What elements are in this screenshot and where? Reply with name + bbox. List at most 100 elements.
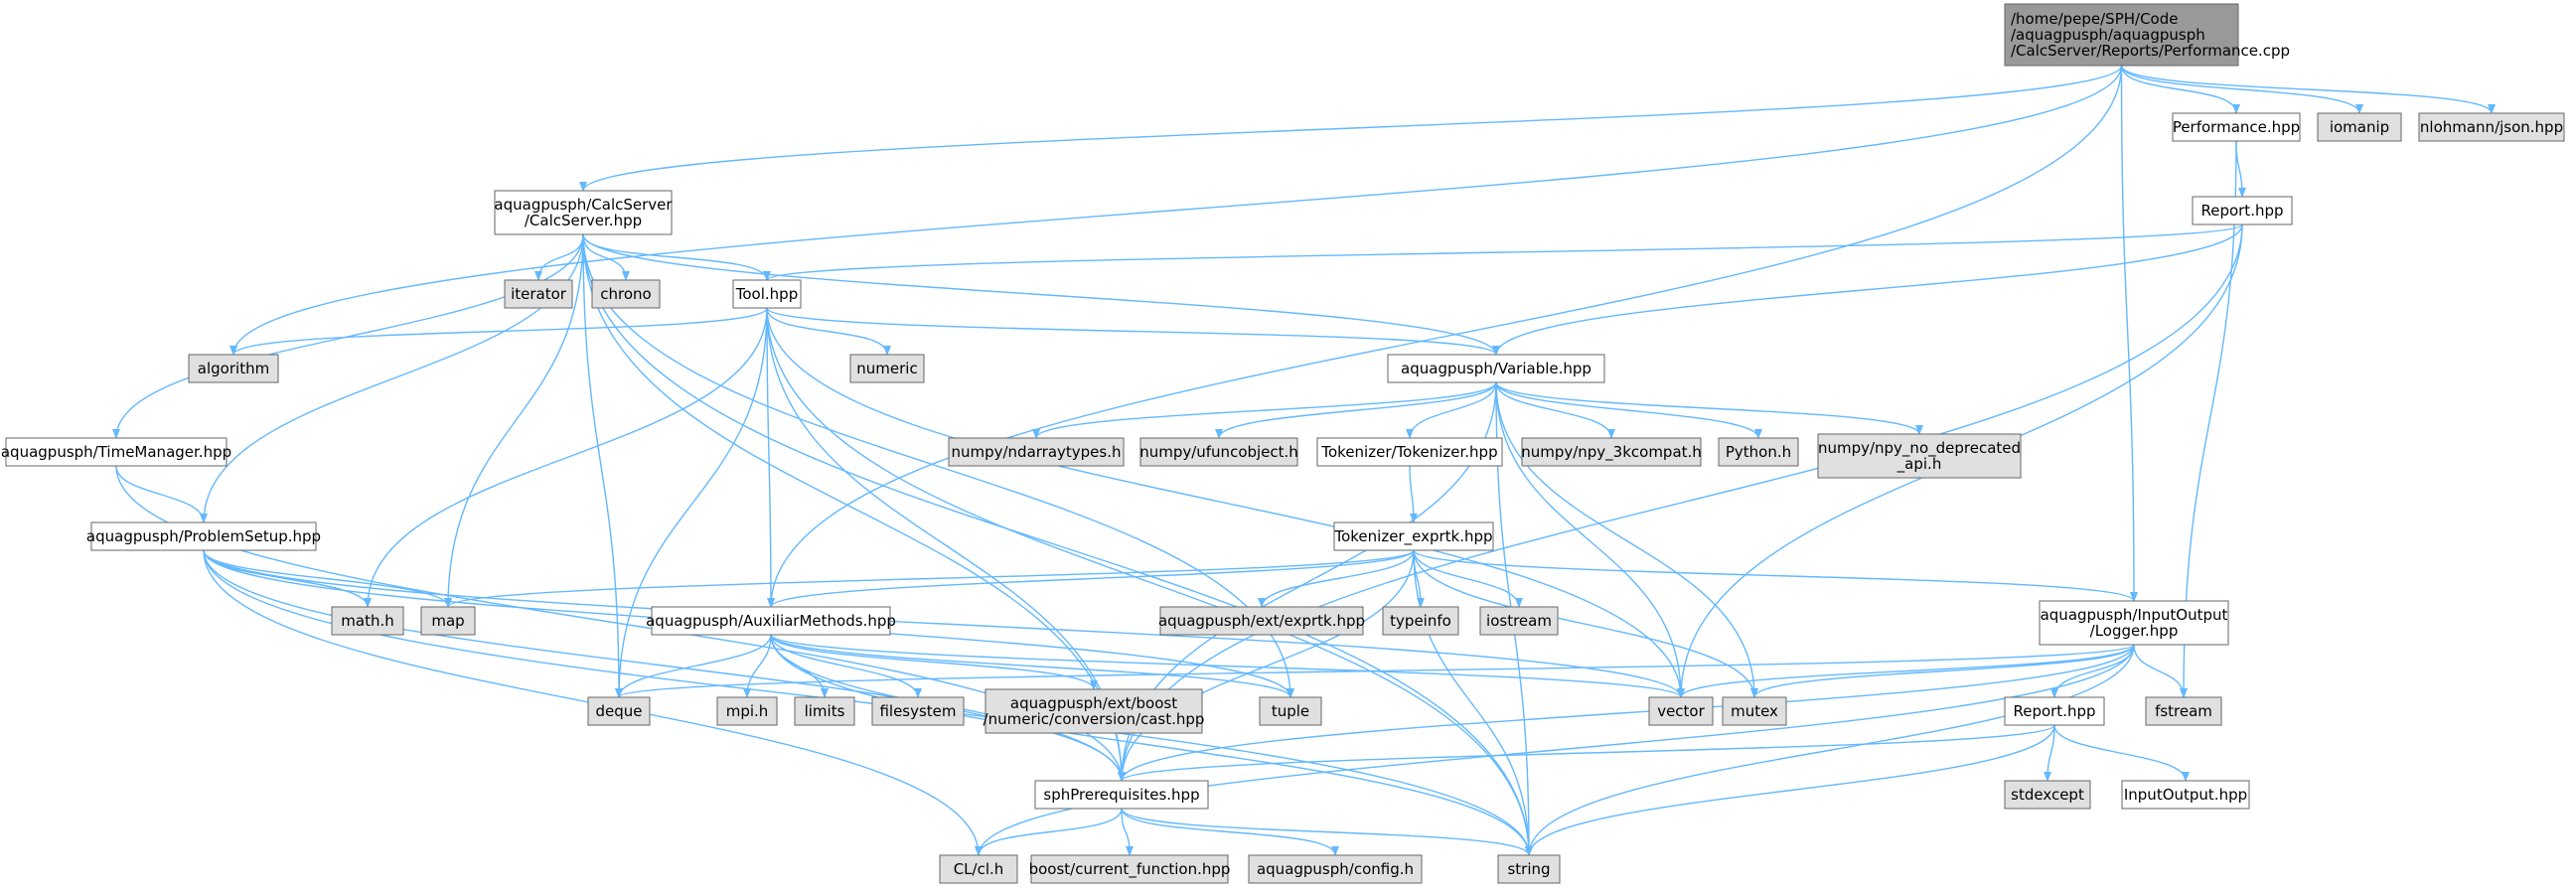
node-box	[2418, 112, 2565, 142]
node-label: numeric	[856, 360, 917, 377]
include-edge	[1032, 381, 1497, 439]
node-label: /numeric/conversion/cast.hpp	[984, 710, 1205, 728]
node-tuple: tuple	[1259, 696, 1322, 726]
include-edge	[582, 233, 1533, 856]
node-iterator: iterator	[504, 279, 573, 309]
node-box	[2172, 112, 2301, 142]
include-edge	[770, 634, 1294, 698]
node-label: vector	[1657, 702, 1705, 720]
node-box	[1648, 696, 1714, 726]
node-box	[1382, 606, 1459, 636]
node-label: numpy/npy_no_deprecated	[1818, 439, 2021, 458]
include-edge	[766, 307, 1500, 356]
node-ufuncobject: numpy/ufuncobject.h	[1139, 437, 1298, 467]
node-label: nlohmann/json.hpp	[2420, 118, 2563, 136]
include-edge	[1121, 808, 1533, 856]
include-edge	[1118, 223, 2243, 782]
node-performance-hpp[interactable]: Performance.hpp	[2172, 112, 2301, 142]
node-auxiliarmethods[interactable]: aquagpusph/AuxiliarMethods.hpp	[646, 606, 896, 636]
node-calcserver-hpp[interactable]: aquagpusph/CalcServer/CalcServer.hpp	[494, 190, 673, 235]
include-edge	[2180, 140, 2237, 698]
node-timemanager-hpp[interactable]: aquagpusph/TimeManager.hpp	[1, 437, 231, 467]
node-label: _api.h	[1896, 455, 1942, 474]
node-label: Tokenizer/Tokenizer.hpp	[1320, 443, 1497, 461]
node-label: aquagpusph/AuxiliarMethods.hpp	[646, 612, 896, 630]
node-label: Tool.hpp	[735, 285, 798, 303]
node-label: Performance.hpp	[2173, 118, 2300, 136]
node-python-h: Python.h	[1718, 437, 1799, 467]
node-root[interactable]: /home/pepe/SPH/Code/aquagpusph/aquagpusp…	[2004, 3, 2290, 67]
node-box	[794, 696, 855, 726]
include-edge	[1118, 724, 2055, 782]
node-inputoutput-hpp[interactable]: InputOutput.hpp	[2121, 780, 2250, 810]
node-label: numpy/ndarraytypes.h	[951, 443, 1121, 461]
node-sphprerequisites[interactable]: sphPrerequisites.hpp	[1034, 780, 1209, 810]
node-label: chrono	[600, 285, 651, 303]
node-logger-hpp[interactable]: aquagpusph/InputOutput/Logger.hpp	[2039, 600, 2229, 646]
node-label: /CalcServer.hpp	[525, 212, 642, 229]
include-edge	[770, 634, 1533, 856]
node-label: filesystem	[879, 702, 956, 720]
node-label: aquagpusph/InputOutput	[2041, 606, 2228, 624]
node-box	[2192, 196, 2293, 225]
include-edge	[1492, 223, 2243, 356]
node-tokenizer-exprtk[interactable]: Tokenizer_exprtk.hpp	[1333, 521, 1494, 551]
node-label: algorithm	[198, 360, 269, 377]
node-box	[587, 696, 651, 726]
node-map: map	[420, 606, 476, 636]
include-edge	[2235, 140, 2246, 198]
node-box	[1722, 696, 1787, 726]
include-edge	[2133, 644, 2188, 698]
node-variable-hpp[interactable]: aquagpusph/Variable.hpp	[1387, 354, 1605, 383]
include-edge	[364, 307, 768, 608]
node-box	[2039, 600, 2229, 646]
node-tokenizer-hpp[interactable]: Tokenizer/Tokenizer.hpp	[1316, 437, 1503, 467]
node-box	[849, 354, 925, 383]
include-edge	[1495, 381, 1615, 439]
node-mpi-h: mpi.h	[716, 696, 778, 726]
node-label: limits	[805, 702, 845, 720]
node-box	[871, 696, 965, 726]
node-label: sphPrerequisites.hpp	[1043, 786, 1199, 804]
node-tool-hpp[interactable]: Tool.hpp	[732, 279, 802, 309]
node-box	[1387, 354, 1605, 383]
node-label: stdexcept	[2011, 786, 2084, 804]
include-edge	[444, 549, 1415, 608]
node-box	[1034, 780, 1209, 810]
node-chrono: chrono	[591, 279, 661, 309]
include-edge	[1413, 549, 1523, 608]
include-edge	[770, 634, 1685, 698]
node-problemsetup-hpp[interactable]: aquagpusph/ProblemSetup.hpp	[86, 521, 321, 551]
include-edge	[2120, 65, 2363, 114]
include-edge	[767, 549, 1415, 608]
include-edge	[1258, 549, 1415, 608]
include-edge	[770, 634, 1098, 690]
node-box	[939, 854, 1018, 884]
node-label: Report.hpp	[2200, 202, 2283, 220]
include-edge	[1495, 381, 1923, 435]
include-edge	[582, 233, 1500, 356]
node-box	[1248, 854, 1423, 884]
node-box	[1497, 854, 1561, 884]
node-deque: deque	[587, 696, 651, 726]
node-config-h: aquagpusph/config.h	[1248, 854, 1423, 884]
node-label: /CalcServer/Reports/Performance.cpp	[2011, 42, 2290, 60]
node-box	[1718, 437, 1799, 467]
node-label: string	[1507, 860, 1550, 878]
include-edge	[1525, 724, 2055, 856]
node-typeinfo: typeinfo	[1382, 606, 1459, 636]
include-edge	[1121, 808, 1339, 856]
node-label: CL/cl.h	[954, 860, 1004, 878]
node-report-hpp-top[interactable]: Report.hpp	[2192, 196, 2293, 225]
node-label: typeinfo	[1390, 612, 1451, 630]
include-edge	[1525, 644, 2135, 856]
include-edge	[766, 307, 1685, 698]
node-report-hpp-low[interactable]: Report.hpp	[2004, 696, 2105, 726]
node-box	[732, 279, 802, 309]
node-box	[948, 437, 1125, 467]
include-edge	[767, 65, 2123, 608]
node-box	[1259, 696, 1322, 726]
node-label: aquagpusph/ext/exprtk.hpp	[1158, 612, 1365, 630]
include-edge	[766, 307, 891, 356]
